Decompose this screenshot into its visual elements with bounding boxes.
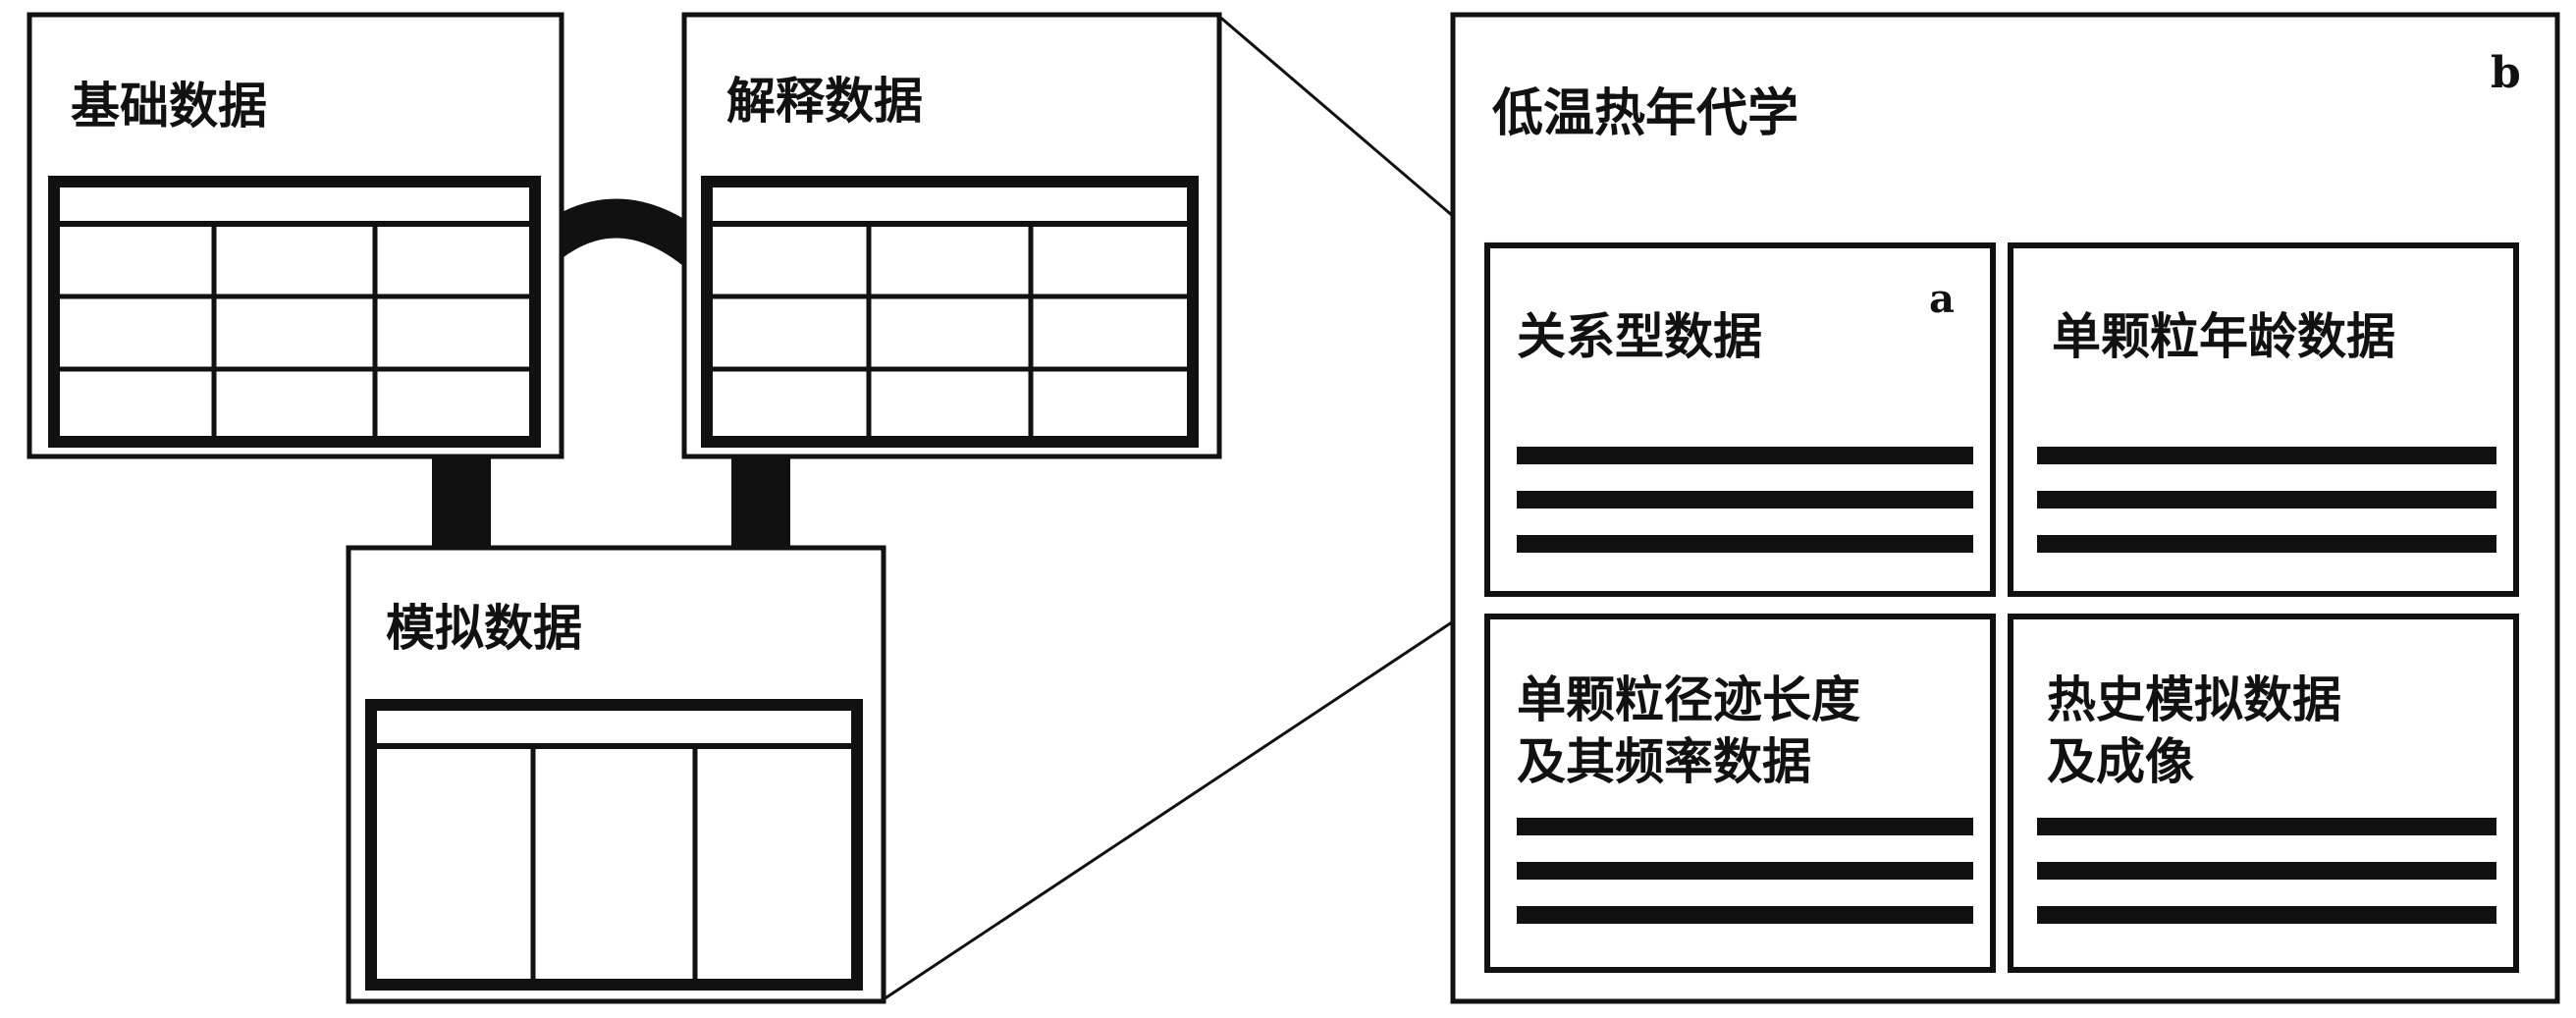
card-tag-a: a [1929, 276, 1955, 322]
panel-title: 低温热年代学 [1492, 84, 1799, 143]
card-single-grain-age [2008, 242, 2519, 597]
card-relational [1484, 242, 1996, 597]
basic-data-table [48, 176, 541, 448]
simulated-data-title: 模拟数据 [386, 600, 582, 657]
interpreted-data-table [701, 176, 1199, 448]
card-single-grain-age-title: 单颗粒年龄数据 [2052, 308, 2395, 365]
card-thermal-history [2008, 614, 2519, 973]
thermochronology-panel [1450, 12, 2560, 1004]
interpreted-data-box [681, 12, 1222, 459]
card-track-length [1484, 614, 1996, 973]
panel-tag-b: b [2491, 48, 2521, 98]
card-track-length-title: 单颗粒径迹长度 及其频率数据 [1517, 671, 1860, 790]
basic-data-title: 基础数据 [71, 78, 267, 134]
card-thermal-history-title: 热史模拟数据 及成像 [2047, 671, 2341, 790]
zoom-line-top [1216, 13, 1488, 247]
zoom-line-bottom [883, 597, 1488, 1001]
simulated-data-table [365, 699, 863, 991]
card-relational-title: 关系型数据 [1517, 308, 1762, 365]
simulated-data-box [346, 545, 886, 1004]
basic-data-box [27, 12, 564, 459]
interpreted-data-title: 解释数据 [726, 73, 923, 130]
